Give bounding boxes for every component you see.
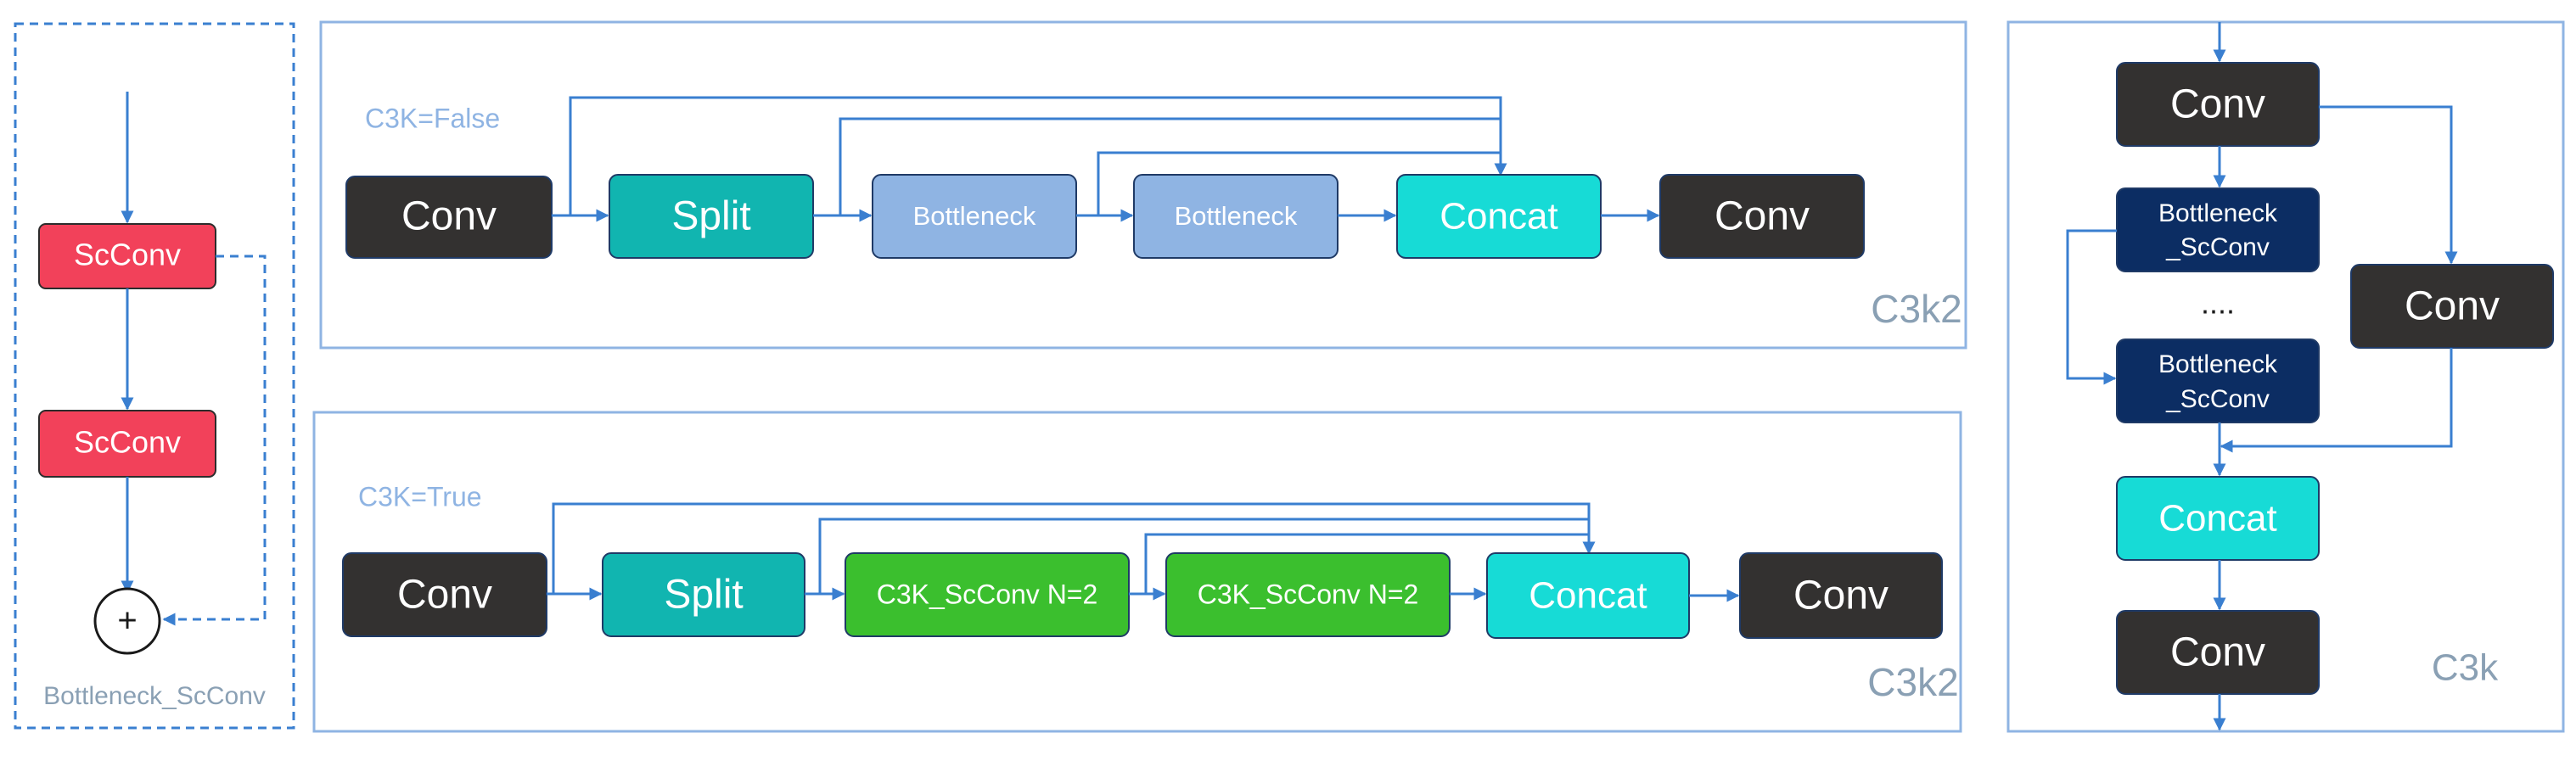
concat-label: Concat	[2158, 498, 2276, 540]
conv-input-label: Conv	[401, 194, 497, 239]
skip-line	[1097, 151, 1501, 215]
add-node: +	[93, 587, 161, 655]
scconv-block-2-label: ScConv	[74, 425, 181, 460]
scconv-block-1-label: ScConv	[74, 238, 181, 272]
skip-line	[818, 518, 1589, 594]
side-branch-line	[2319, 105, 2458, 265]
c3k2-false-panel-label: C3k2	[1871, 287, 1961, 331]
skip-line	[839, 117, 1501, 215]
split-block: Split	[602, 552, 805, 637]
bneck2-line2: _ScConv	[2165, 385, 2270, 413]
conv-side-block: Conv	[2350, 264, 2554, 349]
bneck2-line1: Bottleneck	[2158, 350, 2278, 378]
bneck1-line1: Bottleneck	[2158, 199, 2278, 227]
bottleneck-scconv-panel: ScConv ScConv + Bottleneck_ScConv	[14, 22, 295, 730]
c3k-scconv-1-label: C3K_ScConv N=2	[877, 579, 1098, 609]
bottleneck-scconv-block-1: Bottleneck _ScConv	[2116, 187, 2320, 272]
c3k-panel-label: C3k	[2432, 647, 2499, 689]
c3k2-false-border	[319, 20, 1967, 350]
add-symbol: +	[117, 602, 137, 640]
c3k-panel-border	[2006, 20, 2565, 733]
c3k-scconv-block-2: C3K_ScConv N=2	[1165, 552, 1451, 637]
c3k2-true-panel: C3K=True Conv Split C3K_ScConv N=2 C3K_S…	[312, 411, 1962, 733]
bypass-line	[2066, 229, 2117, 385]
concat-block: Concat	[1486, 552, 1690, 639]
residual-skip-line	[162, 255, 267, 626]
bottleneck-scconv-block-2: Bottleneck _ScConv	[2116, 339, 2320, 423]
bottleneck-2-label: Bottleneck	[1175, 201, 1298, 231]
conv-output-label: Conv	[1715, 194, 1810, 239]
concat-label: Concat	[1529, 575, 1647, 617]
scconv-block-2: ScConv	[38, 410, 216, 478]
c3k2-false-panel: C3K=False Conv Split Bottleneck Bottlene…	[319, 20, 1967, 350]
ellipsis-label: ....	[2201, 286, 2235, 321]
bneck1-line2: _ScConv	[2165, 233, 2270, 261]
skip-line	[1144, 533, 1589, 594]
bottleneck-block-2: Bottleneck	[1133, 174, 1339, 259]
bottleneck-panel-label: Bottleneck_ScConv	[43, 682, 266, 710]
skip-line	[552, 502, 1596, 594]
c3k-false-condition: C3K=False	[365, 103, 500, 133]
conv-input-label: Conv	[397, 573, 492, 618]
conv-input-block: Conv	[345, 176, 553, 259]
side-merge-line	[2220, 348, 2453, 453]
conv-bottom-block: Conv	[2116, 610, 2320, 695]
split-label: Split	[664, 573, 743, 618]
skip-line	[569, 96, 1507, 215]
bottleneck-1-label: Bottleneck	[913, 201, 1036, 231]
conv-top-label: Conv	[2170, 82, 2265, 127]
c3k-panel: Conv Bottleneck _ScConv .... Bottleneck …	[2006, 20, 2565, 733]
c3k-scconv-2-label: C3K_ScConv N=2	[1198, 579, 1419, 609]
conv-output-block: Conv	[1659, 174, 1865, 259]
concat-block: Concat	[1396, 174, 1602, 259]
c3k2-true-panel-label: C3k2	[1867, 660, 1958, 704]
concat-label: Concat	[1440, 196, 1557, 238]
conv-output-block: Conv	[1739, 552, 1943, 639]
scconv-block-1: ScConv	[38, 223, 216, 289]
conv-output-label: Conv	[1793, 574, 1889, 618]
c3k-true-condition: C3K=True	[358, 481, 482, 512]
split-block: Split	[609, 174, 814, 259]
concat-block: Concat	[2116, 476, 2320, 561]
conv-side-label: Conv	[2405, 284, 2500, 329]
conv-bottom-label: Conv	[2170, 630, 2265, 675]
bottleneck-block-1: Bottleneck	[872, 174, 1077, 259]
c3k2-true-border	[312, 411, 1962, 733]
c3k-scconv-block-1: C3K_ScConv N=2	[845, 552, 1130, 637]
split-label: Split	[671, 194, 750, 239]
conv-input-block: Conv	[342, 552, 547, 637]
conv-top-block: Conv	[2116, 62, 2320, 147]
